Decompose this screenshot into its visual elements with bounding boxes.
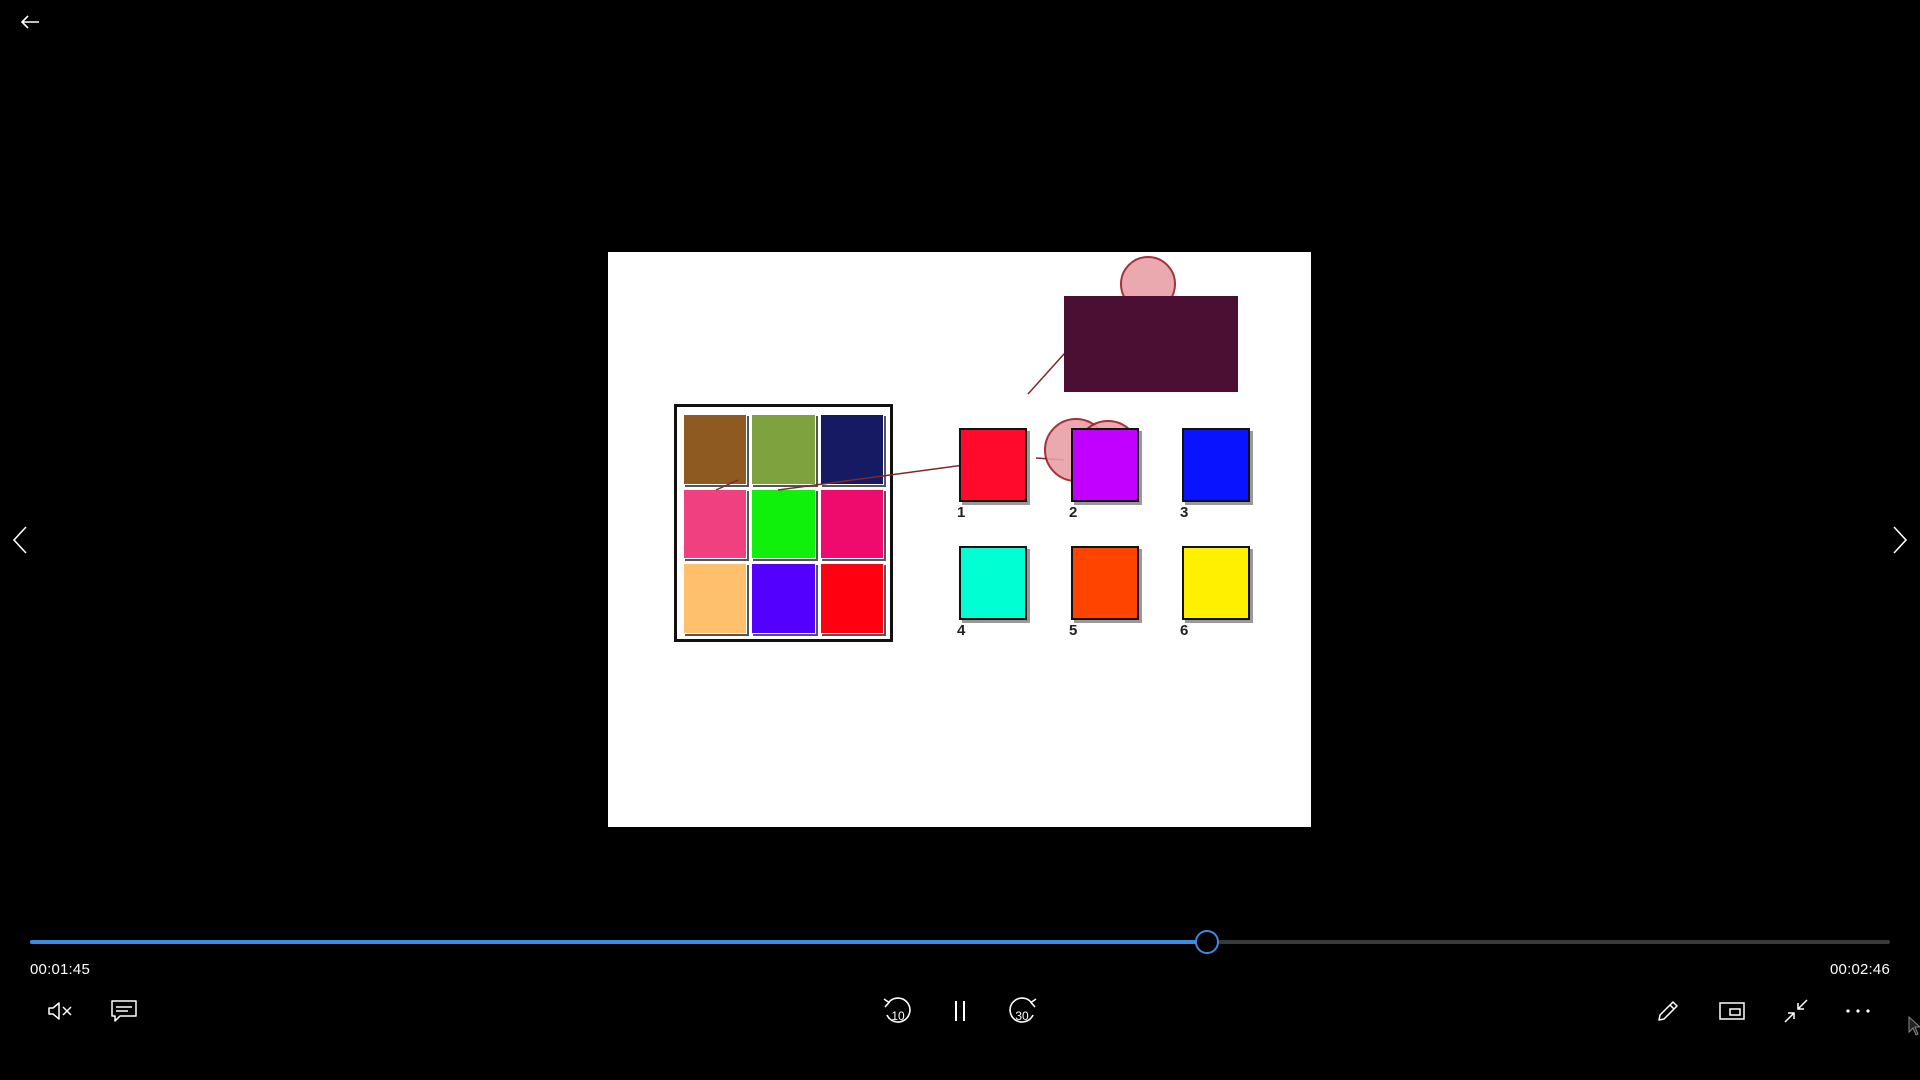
next-button[interactable]: [1884, 516, 1916, 564]
swatch-number: 3: [1180, 504, 1189, 521]
pause-button[interactable]: [940, 993, 980, 1029]
chevron-right-icon: [1893, 526, 1908, 554]
timeline-progress: [30, 940, 1206, 944]
color-swatch: [1182, 546, 1250, 620]
more-options-icon: [1846, 1009, 1870, 1013]
grid-cell: [819, 488, 884, 560]
rewind-10-button[interactable]: 10: [876, 991, 920, 1031]
captions-icon: [111, 1000, 137, 1022]
grid-cell: [683, 563, 748, 634]
rewind-10-icon: 10: [883, 997, 911, 1023]
forward-30-icon: 30: [1009, 997, 1037, 1023]
mini-view-icon: [1719, 1002, 1745, 1020]
grid-cell: [751, 414, 816, 485]
back-button[interactable]: [14, 6, 46, 38]
chevron-left-icon: [12, 526, 27, 554]
swatch-number: 6: [1180, 622, 1189, 639]
color-grid: [674, 404, 893, 642]
video-frame[interactable]: 1 2 3 4 5 6: [608, 252, 1311, 827]
mute-button[interactable]: [40, 995, 80, 1027]
mini-view-button[interactable]: [1712, 994, 1752, 1028]
svg-text:30: 30: [1015, 1009, 1029, 1023]
exit-fullscreen-icon: [1784, 999, 1808, 1023]
grid-cell: [819, 414, 884, 485]
svg-text:10: 10: [891, 1009, 905, 1023]
arrow-left-icon: [20, 15, 39, 29]
swatch-number: 5: [1069, 622, 1078, 639]
overlay-box: [1064, 296, 1238, 392]
swatch-number: 4: [957, 622, 966, 639]
pause-icon: [955, 1001, 965, 1021]
pencil-icon: [1658, 1001, 1678, 1021]
grid-cell: [751, 563, 816, 634]
exit-fullscreen-button[interactable]: [1776, 994, 1816, 1028]
captions-button[interactable]: [104, 995, 144, 1027]
color-swatch: [1182, 428, 1250, 502]
color-swatch: [959, 546, 1027, 620]
grid-cell: [683, 488, 748, 560]
timeline-thumb[interactable]: [1194, 930, 1219, 954]
color-swatch: [1071, 546, 1139, 620]
grid-cell: [683, 414, 748, 485]
forward-30-button[interactable]: 30: [1000, 991, 1044, 1031]
timeline-track[interactable]: [30, 930, 1890, 954]
total-time: 00:02:46: [1830, 961, 1890, 978]
swatch-number: 1: [957, 504, 966, 521]
previous-button[interactable]: [4, 516, 36, 564]
color-swatch: [959, 428, 1027, 502]
elapsed-time: 00:01:45: [30, 961, 90, 978]
draw-button[interactable]: [1648, 994, 1688, 1028]
grid-cell: [819, 563, 884, 634]
swatch-number: 2: [1069, 504, 1078, 521]
volume-muted-icon: [48, 1002, 72, 1020]
color-swatch: [1071, 428, 1139, 502]
mouse-cursor: [1908, 1016, 1920, 1036]
more-options-button[interactable]: [1838, 994, 1878, 1028]
